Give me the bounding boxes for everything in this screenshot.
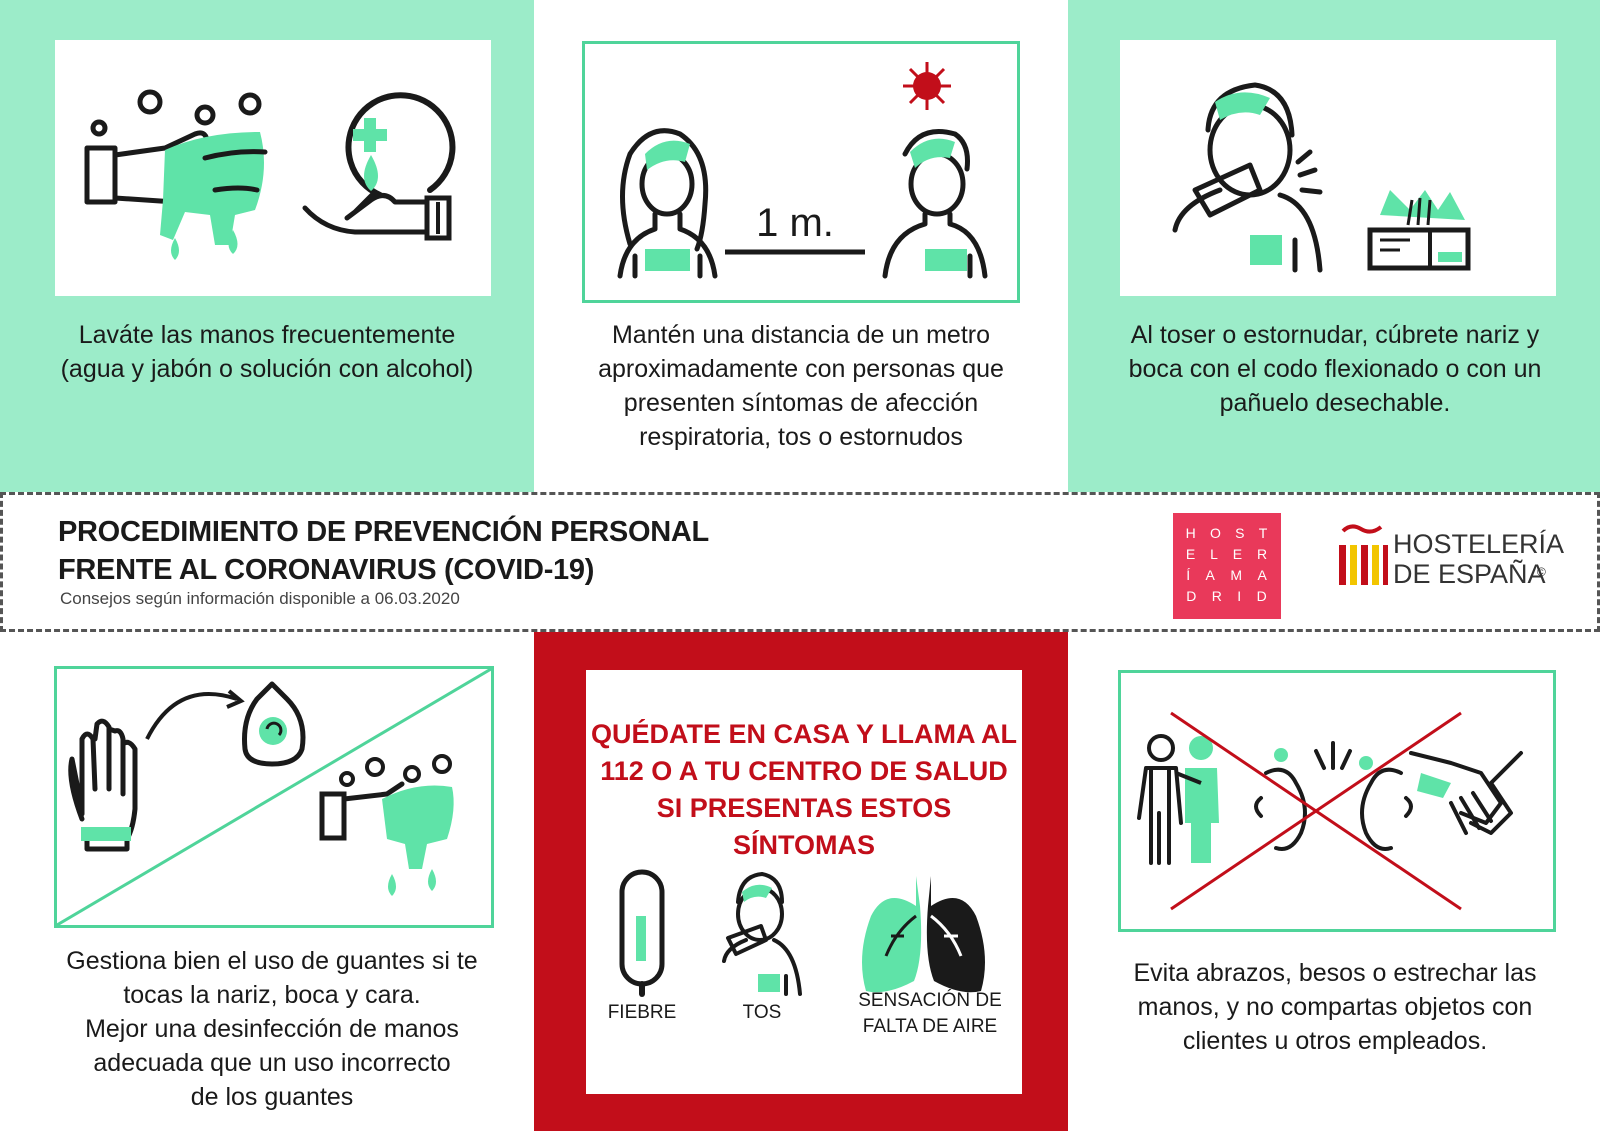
- tip-gloves-caption: Gestiona bien el uso de guantes si te to…: [66, 947, 478, 1111]
- thermometer-icon: [619, 869, 665, 997]
- tip-gloves-illustration: [54, 666, 494, 928]
- glove-icon: [68, 718, 138, 852]
- hand-washing-icon: [84, 89, 456, 260]
- lungs-icon: [862, 876, 985, 993]
- alert-message: QUÉDATE EN CASA Y LLAMA AL 112 O A TU CE…: [590, 719, 1017, 860]
- distance-label: 1 m.: [756, 201, 834, 245]
- header-banner: PROCEDIMIENTO DE PREVENCIÓN PERSONAL FRE…: [0, 492, 1600, 632]
- tissue-box-icon: [1367, 190, 1471, 271]
- handshake-icon: [1409, 751, 1523, 835]
- hosteleria-espana-logo: HOSTELERÍA DE ESPAÑA ©: [1337, 523, 1567, 603]
- man-coughing-icon: [1172, 82, 1471, 273]
- hand-sanitizer-icon: [302, 92, 456, 241]
- tip-contact-caption: Evita abrazos, besos o estrechar las man…: [1133, 959, 1537, 1055]
- page-subtitle: Consejos según información disponible a …: [60, 589, 460, 608]
- tip-wash-caption: Laváte las manos frecuentemente (agua y …: [60, 321, 474, 383]
- tip-cough-caption: Al toser o estornudar, cúbrete nariz y b…: [1128, 321, 1542, 417]
- distance-scene: 1 m.: [617, 62, 988, 279]
- alert-panel: QUÉDATE EN CASA Y LLAMA AL 112 O A TU CE…: [586, 670, 1022, 1094]
- spain-flag-bars-icon: [1339, 524, 1388, 585]
- symptom-breath-label: SENSACIÓN DE FALTA DE AIRE: [858, 990, 1002, 1037]
- symptom-fever-label: FIEBRE: [607, 1002, 677, 1023]
- kissing-faces-icon: [1254, 741, 1413, 851]
- page-title: PROCEDIMIENTO DE PREVENCIÓN PERSONAL FRE…: [58, 516, 709, 586]
- tip-cough-illustration: [1120, 40, 1556, 296]
- symptoms-icons: [619, 869, 985, 997]
- tip-distance-illustration: 1 m.: [582, 41, 1020, 303]
- hand-washing-icon: [319, 754, 454, 896]
- gloves-scene: [57, 669, 491, 925]
- symptom-cough-label: TOS: [742, 1002, 782, 1023]
- trash-bag-icon: [242, 681, 306, 767]
- contact-scene: [1137, 711, 1523, 911]
- tip-distance-caption: Mantén una distancia de un metro aproxim…: [598, 321, 1004, 451]
- man-icon: [882, 129, 988, 279]
- hugging-people-icon: [1137, 734, 1183, 865]
- tip-wash-illustration: [55, 40, 491, 296]
- tip-contact-illustration: [1118, 670, 1556, 932]
- virus-icon: [903, 62, 951, 110]
